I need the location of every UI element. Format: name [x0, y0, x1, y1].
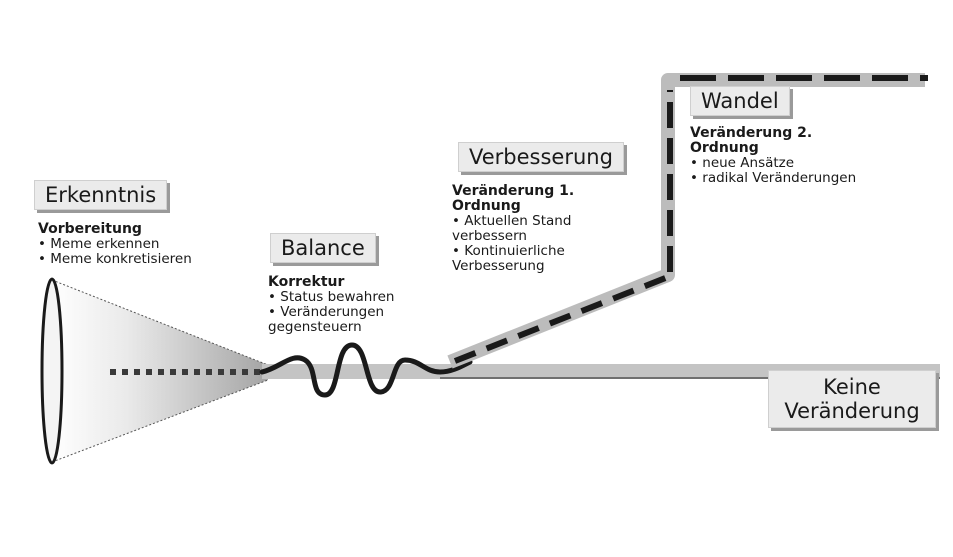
- balance-heading: Korrektur: [268, 274, 345, 290]
- verbesserung-list: Aktuellen Stand verbessern Kontinuierlic…: [452, 214, 612, 274]
- cone-edge-bottom: [51, 379, 269, 463]
- list-item: Meme erkennen: [38, 237, 192, 252]
- cone-opening-ellipse: [40, 277, 64, 465]
- balance-title: Balance: [270, 233, 376, 263]
- balance-list: Status bewahren Veränderungen gegensteue…: [268, 290, 438, 335]
- improvement-dashed-line: [453, 274, 670, 364]
- balance-wave: [259, 342, 473, 398]
- no-change-line2: Veränderung: [784, 399, 920, 423]
- list-item: Meme konkretisieren: [38, 252, 191, 267]
- list-item: Status bewahren: [268, 290, 438, 305]
- erkenntnis-details: Vorbereitung Meme erkennen Meme konkreti…: [38, 222, 192, 267]
- wandel-list: neue Ansätze radikal Veränderungen: [690, 156, 900, 186]
- erkenntnis-heading: Vorbereitung: [38, 221, 142, 237]
- verbesserung-details: Veränderung 1. Ordnung Aktuellen Stand v…: [452, 184, 612, 274]
- wandel-title: Wandel: [690, 86, 790, 116]
- list-item: Veränderungen gegensteuern: [268, 305, 408, 335]
- no-change-line1: Keine: [823, 375, 881, 399]
- list-item: Kontinuierliche Verbesserung: [452, 244, 602, 274]
- erkenntnis-list: Meme erkennen Meme konkretisieren: [38, 237, 192, 267]
- list-item: radikal Veränderungen: [690, 171, 900, 186]
- list-item: Aktuellen Stand verbessern: [452, 214, 602, 244]
- balance-details: Korrektur Status bewahren Veränderungen …: [268, 275, 438, 335]
- no-change-label: Keine Veränderung: [768, 370, 936, 428]
- cone-edge-top: [51, 279, 269, 366]
- wandel-details: Veränderung 2. Ordnung neue Ansätze radi…: [690, 126, 900, 186]
- verbesserung-title: Verbesserung: [458, 142, 624, 172]
- list-item: neue Ansätze: [690, 156, 900, 171]
- wandel-heading: Veränderung 2. Ordnung: [690, 125, 813, 156]
- verbesserung-heading: Veränderung 1. Ordnung: [452, 183, 575, 214]
- erkenntnis-title: Erkenntnis: [34, 180, 168, 210]
